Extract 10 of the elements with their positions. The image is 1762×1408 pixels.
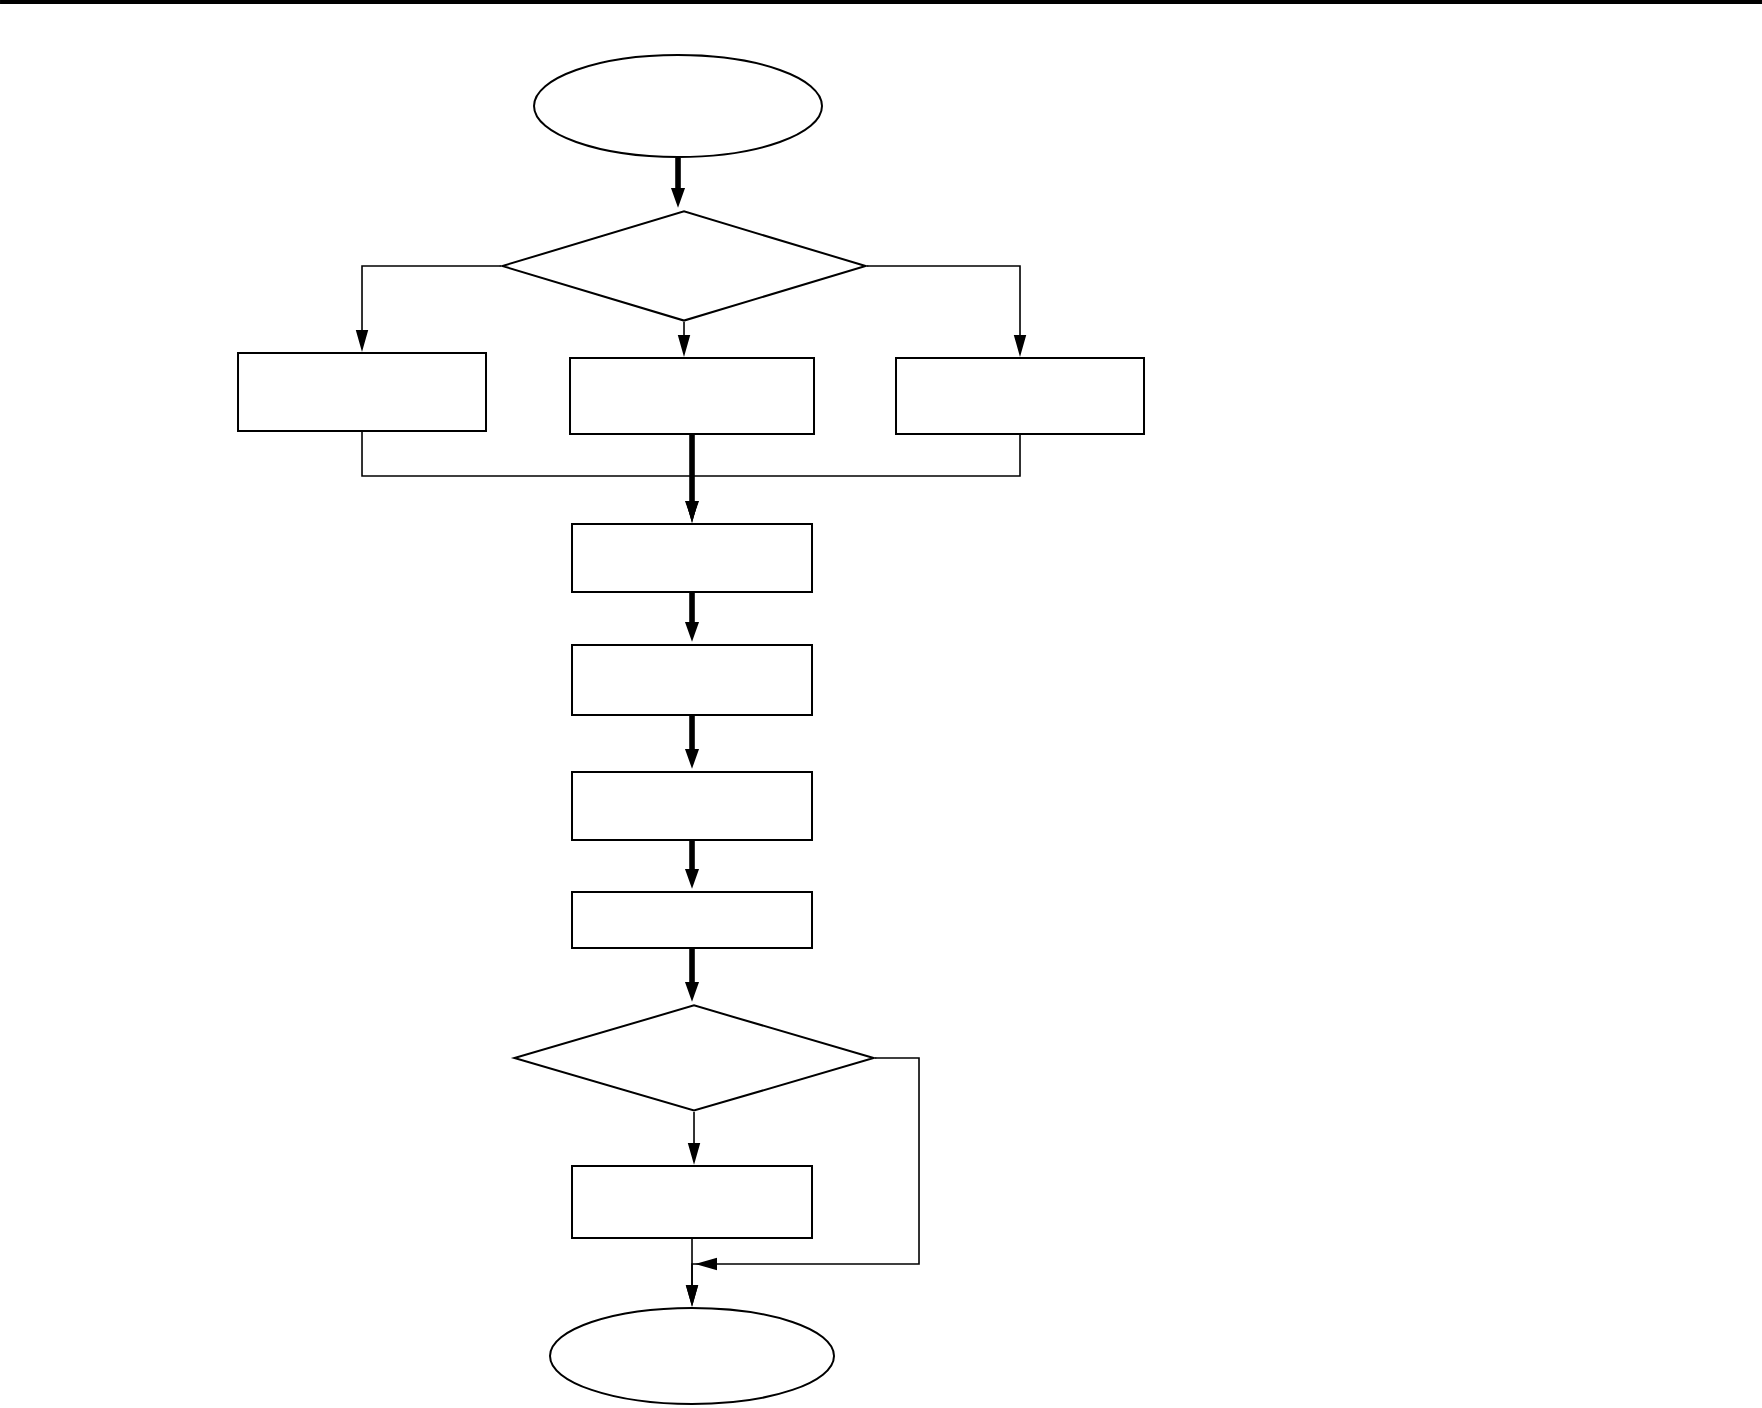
process-box bbox=[571, 891, 813, 949]
process-box bbox=[569, 357, 815, 435]
process-box bbox=[571, 771, 813, 841]
process-box bbox=[571, 523, 813, 593]
process-box bbox=[571, 1165, 813, 1239]
process-box bbox=[571, 644, 813, 716]
terminal-ellipse bbox=[533, 54, 823, 158]
terminal-ellipse bbox=[549, 1307, 835, 1405]
process-box bbox=[237, 352, 487, 432]
process-box bbox=[895, 357, 1145, 435]
